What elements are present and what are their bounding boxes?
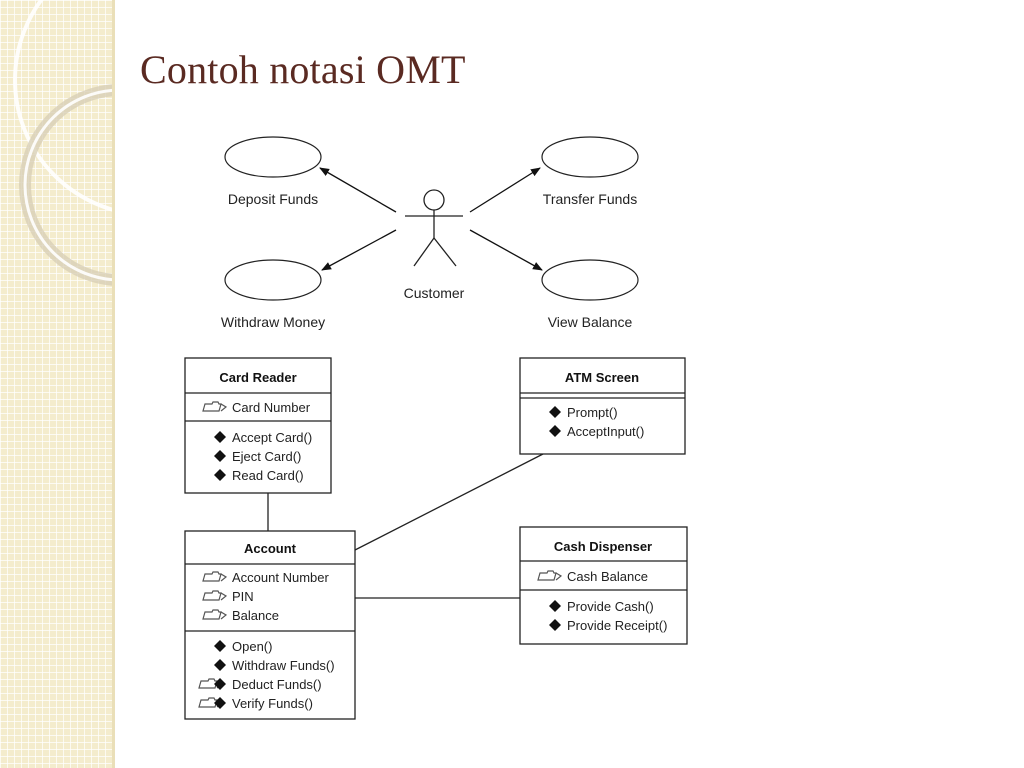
class-attribute: Account Number (232, 570, 329, 585)
use-case-withdraw-label: Withdraw Money (221, 314, 325, 330)
use-case-deposit-label: Deposit Funds (228, 191, 318, 207)
class-operation: Open() (232, 639, 272, 654)
class-operation: Provide Receipt() (567, 618, 667, 633)
decorative-circles (13, 0, 112, 286)
arrow-to-deposit (319, 167, 397, 213)
use-case-view-label: View Balance (548, 314, 633, 330)
arrow-to-withdraw (321, 229, 397, 271)
slide-title: Contoh notasi OMT (140, 47, 466, 92)
decorative-sidebar (0, 0, 115, 768)
class-operation: AcceptInput() (567, 424, 644, 439)
class-name: Card Reader (219, 370, 296, 385)
class-operation: Eject Card() (232, 449, 301, 464)
class-attribute: Cash Balance (567, 569, 648, 584)
arrow-to-transfer (469, 167, 541, 213)
class-operation: Withdraw Funds() (232, 658, 335, 673)
class-attribute: Card Number (232, 400, 311, 415)
use-case-transfer-ellipse (541, 136, 639, 178)
class-name: ATM Screen (565, 370, 639, 385)
class-operation: Provide Cash() (567, 599, 654, 614)
class-associations (267, 453, 544, 599)
class-operation: Verify Funds() (232, 696, 313, 711)
class-cash-dispenser: Cash Dispenser Cash Balance Provide Cash… (519, 526, 688, 645)
class-name: Cash Dispenser (554, 539, 652, 554)
class-operation: Accept Card() (232, 430, 312, 445)
class-account: Account Account Number PIN Balance Open(… (184, 530, 356, 720)
assoc-account-atmscreen (354, 453, 544, 551)
use-case-withdraw-ellipse (224, 259, 322, 301)
class-name: Account (244, 541, 297, 556)
class-operation: Deduct Funds() (232, 677, 322, 692)
class-operation: Read Card() (232, 468, 304, 483)
use-case-view-ellipse (541, 259, 639, 301)
class-attribute: Balance (232, 608, 279, 623)
use-case-diagram: Deposit Funds Transfer Funds Withdraw Mo… (221, 136, 639, 330)
use-case-transfer-label: Transfer Funds (543, 191, 637, 207)
arrow-to-view (469, 229, 543, 271)
class-atm-screen: ATM Screen Prompt() AcceptInput() (519, 357, 686, 455)
actor-label: Customer (404, 285, 465, 301)
class-card-reader: Card Reader Card Number Accept Card() Ej… (184, 357, 332, 494)
class-operation: Prompt() (567, 405, 618, 420)
actor-stick-figure (405, 189, 463, 267)
use-case-deposit-ellipse (224, 136, 322, 178)
class-attribute: PIN (232, 589, 254, 604)
